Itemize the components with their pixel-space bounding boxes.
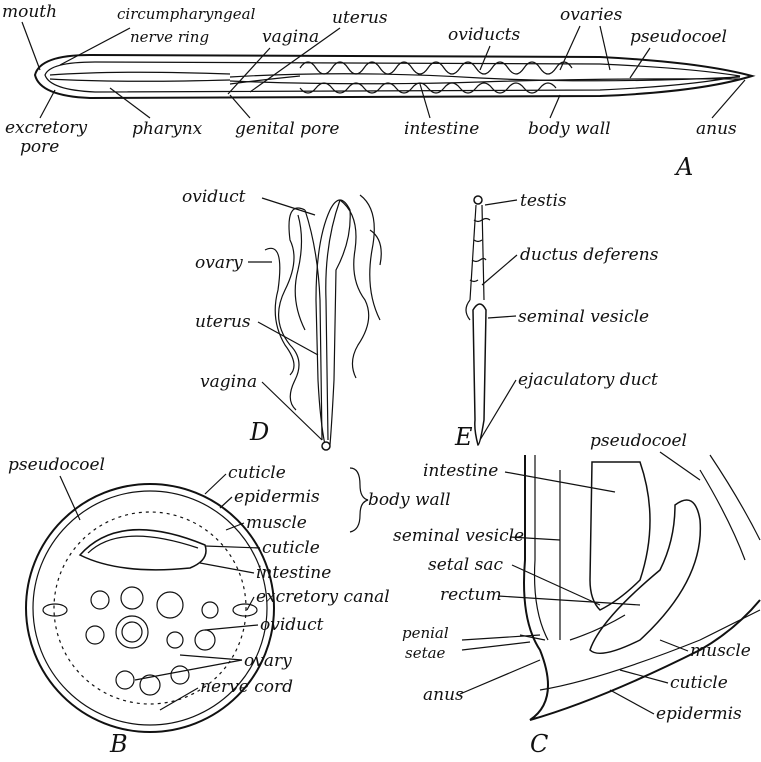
label-anus-c: anus: [423, 685, 464, 705]
label-seminal-vesicle-e: seminal vesicle: [518, 307, 649, 327]
label-pore: pore: [20, 137, 59, 157]
label-excretory-canal: excretory canal: [256, 587, 390, 607]
label-muscle-c: muscle: [690, 641, 751, 661]
label-ovary-b: ovary: [244, 651, 292, 671]
label-oviducts: oviducts: [448, 25, 520, 45]
label-genital-pore: genital pore: [235, 119, 339, 139]
label-uterus-d: uterus: [195, 312, 251, 332]
label-anus-a: anus: [696, 119, 737, 139]
label-ductus-deferens: ductus deferens: [520, 245, 659, 265]
label-cuticle-b: cuticle: [228, 463, 286, 483]
label-intestine-a: intestine: [404, 119, 479, 139]
panel-letter-b: B: [109, 730, 128, 758]
female-reproductive-drawing: [265, 195, 381, 450]
panel-e: testis ductus deferens seminal vesicle e…: [454, 191, 659, 451]
panel-letter-d: D: [249, 418, 269, 446]
label-penial: penial: [402, 624, 449, 642]
label-vagina-a: vagina: [262, 27, 319, 47]
label-cuticle-c: cuticle: [670, 673, 728, 693]
panel-b: pseudocoel cuticle epidermis body wall m…: [8, 455, 451, 758]
label-body-wall-b: body wall: [368, 490, 451, 510]
label-testis: testis: [520, 191, 567, 211]
label-excretory: excretory: [5, 118, 88, 138]
panel-a: mouth circumpharyngeal nerve ring uterus…: [2, 2, 752, 181]
label-setae: setae: [405, 644, 446, 662]
label-cuticle2-b: cuticle: [262, 538, 320, 558]
leaders-d: [248, 198, 322, 440]
label-ovary-d: ovary: [195, 253, 243, 273]
label-uterus-a: uterus: [332, 8, 388, 28]
panel-c: pseudocoel intestine seminal vesicle set…: [393, 431, 760, 758]
panel-d: oviduct ovary uterus vagina D: [182, 187, 381, 450]
label-rectum: rectum: [440, 585, 502, 605]
label-pseudocoel-c: pseudocoel: [590, 431, 687, 451]
panel-letter-a: A: [674, 153, 693, 181]
label-pseudocoel-a: pseudocoel: [630, 27, 727, 47]
label-oviduct-b: oviduct: [260, 615, 324, 635]
male-reproductive-drawing: [466, 196, 490, 445]
label-ovaries: ovaries: [560, 5, 623, 25]
label-pharynx: pharynx: [132, 119, 203, 139]
worm-body: [35, 55, 752, 98]
label-oviduct-d: oviduct: [182, 187, 246, 207]
label-seminal-vesicle-c: seminal vesicle: [393, 526, 524, 546]
panel-letter-e: E: [454, 423, 473, 451]
label-epidermis-c: epidermis: [656, 704, 742, 724]
label-setal-sac: setal sac: [428, 555, 503, 575]
label-nerve-ring: nerve ring: [130, 28, 209, 46]
label-nerve-cord: nerve cord: [200, 677, 293, 697]
label-muscle-b: muscle: [246, 513, 307, 533]
label-vagina-d: vagina: [200, 372, 257, 392]
label-circumpharyngeal: circumpharyngeal: [117, 5, 256, 23]
label-body-wall-a: body wall: [528, 119, 611, 139]
label-intestine-c: intestine: [423, 461, 498, 481]
panel-letter-c: C: [530, 730, 548, 758]
label-pseudocoel-b: pseudocoel: [8, 455, 105, 475]
label-intestine-b: intestine: [256, 563, 331, 583]
label-ejaculatory-duct: ejaculatory duct: [518, 370, 658, 390]
label-mouth: mouth: [2, 2, 57, 22]
label-epidermis-b: epidermis: [234, 487, 320, 507]
